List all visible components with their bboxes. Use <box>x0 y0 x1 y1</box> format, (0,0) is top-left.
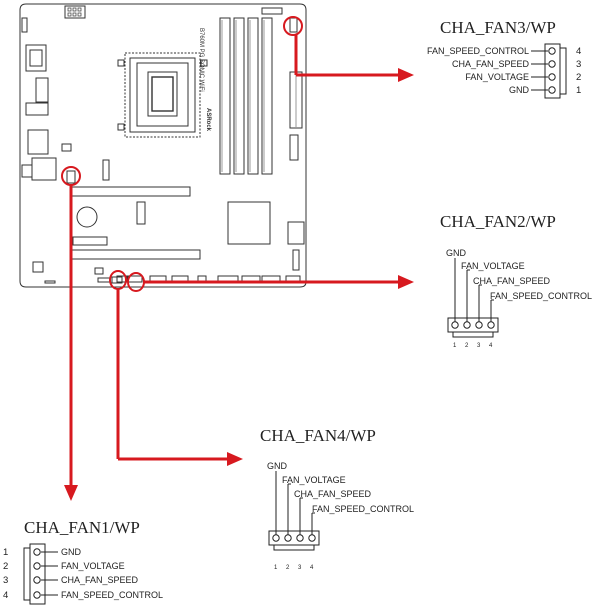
cha-fan4-label-voltage: FAN_VOLTAGE <box>282 475 346 485</box>
cha-fan2-label-gnd: GND <box>446 248 467 258</box>
cha-fan1-pin4-label: FAN_SPEED_CONTROL <box>61 590 163 600</box>
cha-fan4-block: CHA_FAN4/WP GND FAN_VOLTAGE CHA_FAN_SPEE… <box>260 426 414 571</box>
cha-fan2-title: CHA_FAN2/WP <box>440 212 556 231</box>
cha-fan1-connector <box>29 543 46 605</box>
cha-fan2-block: CHA_FAN2/WP GND FAN_VOLTAGE CHA_FAN_SPEE… <box>440 212 592 349</box>
cha-fan3-title: CHA_FAN3/WP <box>440 18 556 37</box>
cha-fan4-pin2-num: 2 <box>286 565 290 571</box>
cpu-socket <box>117 52 208 138</box>
board-outline <box>19 3 307 288</box>
callout-cha-fan3 <box>283 16 303 36</box>
cha-fan4-pin3-num: 3 <box>298 565 302 571</box>
arrows <box>69 35 400 487</box>
cha-fan4-label-gnd: GND <box>267 461 288 471</box>
arrow-heads <box>64 68 414 501</box>
cha-fan3-pin3-num: 3 <box>576 59 581 70</box>
board-cha-fan1-header <box>66 170 76 184</box>
cha-fan2-label-voltage: FAN_VOLTAGE <box>461 261 525 271</box>
callout-cha-fan1 <box>61 166 81 186</box>
chipset <box>227 201 271 245</box>
cha-fan3-pin4-label: FAN_SPEED_CONTROL <box>427 46 529 56</box>
pcie-slot-1 <box>71 186 191 197</box>
cha-fan3-pin2-label: FAN_VOLTAGE <box>465 72 529 82</box>
motherboard <box>19 3 307 288</box>
cha-fan1-pin3-num: 3 <box>3 575 8 586</box>
cha-fan1-pin4-num: 4 <box>3 590 8 601</box>
cha-fan1-pin1-num: 1 <box>3 547 8 558</box>
m2-slot-1 <box>102 159 110 181</box>
cha-fan4-title: CHA_FAN4/WP <box>260 426 376 445</box>
cha-fan1-pin1-label: GND <box>61 547 82 557</box>
cha-fan3-pin1-num: 1 <box>576 85 581 96</box>
cha-fan2-pin4-num: 4 <box>489 343 493 349</box>
cha-fan4-label-speed: CHA_FAN_SPEED <box>294 489 372 499</box>
cha-fan2-pin3-num: 3 <box>477 343 481 349</box>
pcie-slot-2 <box>71 249 201 260</box>
cpu-power-connector <box>64 5 86 19</box>
board-cha-fan4-header <box>116 275 128 283</box>
cha-fan3-pin1-label: GND <box>509 85 530 95</box>
cmos-battery <box>76 206 98 228</box>
cha-fan1-pin3-label: CHA_FAN_SPEED <box>61 575 139 585</box>
cha-fan2-pin1-num: 1 <box>453 343 457 349</box>
memory-slots <box>219 17 273 175</box>
cha-fan2-label-control: FAN_SPEED_CONTROL <box>490 291 592 301</box>
cha-fan3-pin4-num: 4 <box>576 46 581 57</box>
cha-fan4-pin1-num: 1 <box>274 565 278 571</box>
cha-fan3-pin3-label: CHA_FAN_SPEED <box>452 59 530 69</box>
cha-fan4-label-control: FAN_SPEED_CONTROL <box>312 504 414 514</box>
cha-fan1-pin2-num: 2 <box>3 561 8 572</box>
cha-fan2-label-speed: CHA_FAN_SPEED <box>473 276 551 286</box>
cha-fan3-block: CHA_FAN3/WP FAN_SPEED_CONTROL CHA_FAN_SP… <box>427 18 581 99</box>
cha-fan1-block: CHA_FAN1/WP 1 2 3 4 GND FAN_VOLTAGE CHA_… <box>3 518 163 605</box>
cha-fan4-pin4-num: 4 <box>310 565 314 571</box>
cha-fan2-pin2-num: 2 <box>465 343 469 349</box>
cha-fan1-title: CHA_FAN1/WP <box>24 518 140 537</box>
rear-io-area <box>21 17 72 181</box>
cha-fan3-pin2-num: 2 <box>576 72 581 83</box>
board-brand: ASRock <box>205 108 211 132</box>
board-model: B760M PG SONIC WiFi <box>198 28 204 92</box>
cha-fan1-pin2-label: FAN_VOLTAGE <box>61 561 125 571</box>
board-cha-fan3-header <box>289 17 298 33</box>
m2-slot-2 <box>136 201 146 225</box>
